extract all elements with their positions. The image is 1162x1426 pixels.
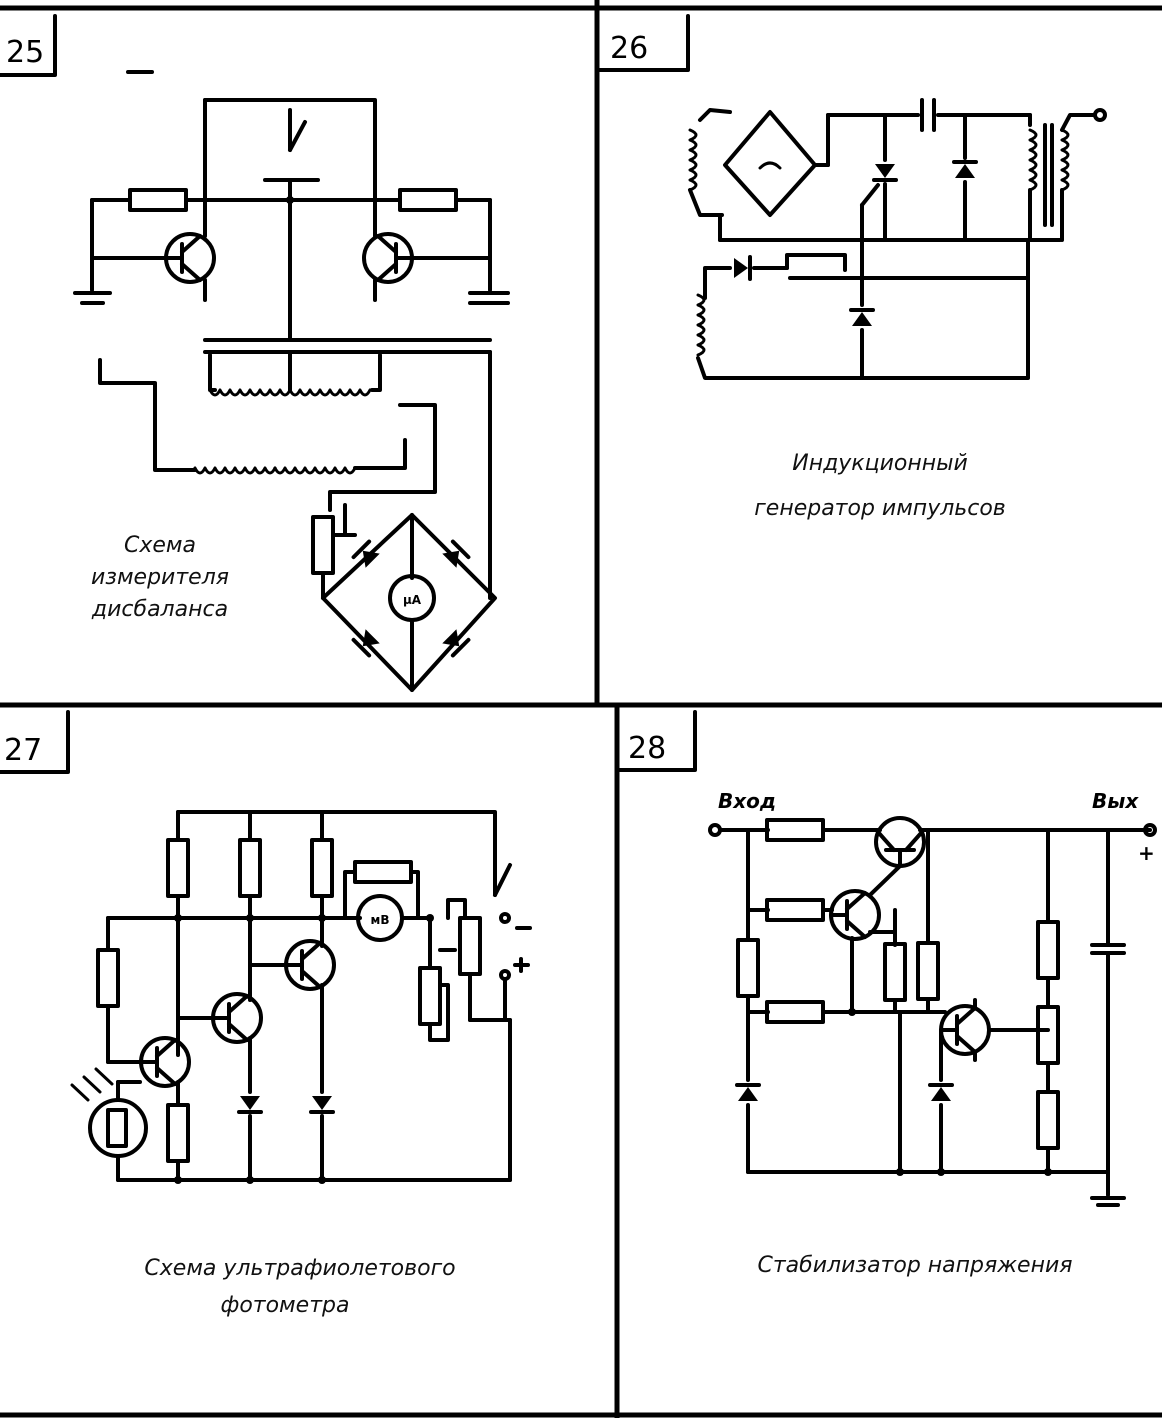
diode-icon	[849, 308, 875, 328]
ground-icon	[1090, 1196, 1126, 1207]
coil-icon	[273, 466, 357, 475]
panel-27-number: 27	[4, 733, 42, 768]
panel-25-number-box: 25	[0, 14, 57, 77]
panel-27-caption-line-2: фотометра	[221, 1293, 350, 1318]
millivoltmeter-label: мВ	[371, 913, 390, 927]
panel-28-number: 28	[628, 731, 666, 766]
output-terminal-icon	[1143, 823, 1157, 837]
transistor-icon	[362, 232, 414, 284]
coil-icon	[1028, 128, 1038, 192]
transistor-icon	[164, 232, 216, 284]
panel-27: 27 мВ	[0, 710, 532, 1318]
zener-diode-icon	[928, 1083, 954, 1103]
panel-28-number-box: 28	[618, 710, 697, 772]
panel-25-number: 25	[6, 35, 44, 70]
resistor-icon	[238, 838, 262, 898]
resistor-icon	[736, 938, 760, 998]
output-plus-sign: +	[1138, 841, 1155, 865]
diode-icon	[442, 542, 469, 569]
output-terminal-icon	[1093, 108, 1107, 122]
zener-diode-icon	[735, 1083, 761, 1103]
uv-photometer-circuit: мВ	[70, 810, 532, 1184]
panel-27-number-box: 27	[0, 710, 70, 774]
panel-26-caption-line-2: генератор импульсов	[754, 496, 1006, 521]
transistor-icon	[211, 992, 263, 1044]
resistor-icon	[1036, 920, 1060, 980]
thyristor-icon	[872, 162, 898, 182]
output-label: Вых	[1092, 789, 1139, 813]
resistor-icon	[96, 948, 120, 1008]
panel-26-number: 26	[610, 31, 648, 66]
coil-icon	[208, 388, 292, 397]
resistor-icon	[1036, 1090, 1060, 1150]
resistor-icon	[765, 898, 825, 922]
microammeter-label: μA	[403, 593, 422, 607]
coil-icon	[1060, 128, 1070, 192]
diode-icon	[237, 1094, 263, 1114]
coil-icon	[688, 128, 698, 192]
variable-resistor-icon	[311, 515, 335, 575]
microammeter-icon: μA	[388, 574, 436, 622]
coil-icon	[193, 466, 277, 475]
transistor-icon	[874, 816, 926, 868]
panel-28-caption: Стабилизатор напряжения	[757, 1253, 1072, 1278]
coil-icon	[696, 293, 706, 357]
input-label: Вход	[718, 789, 776, 813]
diode-icon	[732, 255, 752, 281]
panel-26-number-box: 26	[598, 14, 690, 72]
panel-25-caption-line-3: дисбаланса	[91, 597, 228, 622]
transistor-icon	[284, 939, 336, 991]
panel-28: 28 Вход Вых +	[618, 710, 1157, 1278]
resistor-icon	[353, 860, 413, 884]
transistor-icon	[139, 1036, 191, 1088]
panel-25: 25	[0, 14, 510, 692]
unbalance-meter-circuit: μA	[73, 98, 510, 692]
coil-icon	[288, 388, 372, 397]
resistor-icon	[128, 188, 188, 212]
resistor-icon	[916, 941, 940, 1001]
millivoltmeter-icon: мВ	[356, 894, 404, 942]
variable-resistor-icon	[418, 966, 442, 1026]
transistor-icon	[939, 1004, 991, 1056]
pulse-generator-circuit	[688, 98, 1107, 380]
resistor-icon	[398, 188, 458, 212]
diode-icon	[309, 1094, 335, 1114]
potentiometer-icon	[1036, 1005, 1060, 1065]
voltage-stabilizer-circuit: Вход Вых +	[708, 789, 1157, 1207]
resistor-icon	[765, 1000, 825, 1024]
potentiometer-icon	[458, 916, 482, 976]
panel-27-caption-line-1: Схема ультрафиолетового	[144, 1256, 455, 1281]
resistor-icon	[166, 838, 190, 898]
resistor-icon	[166, 1103, 190, 1163]
panel-25-caption-line-1: Схема	[124, 533, 196, 558]
panel-25-caption-line-2: измерителя	[91, 565, 229, 590]
resistor-icon	[310, 838, 334, 898]
resistor-icon	[765, 818, 825, 842]
resistor-icon	[883, 942, 907, 1002]
panel-26-caption-line-1: Индукционный	[792, 451, 968, 476]
panel-26: 26	[598, 14, 1107, 521]
diode-icon	[952, 160, 978, 180]
